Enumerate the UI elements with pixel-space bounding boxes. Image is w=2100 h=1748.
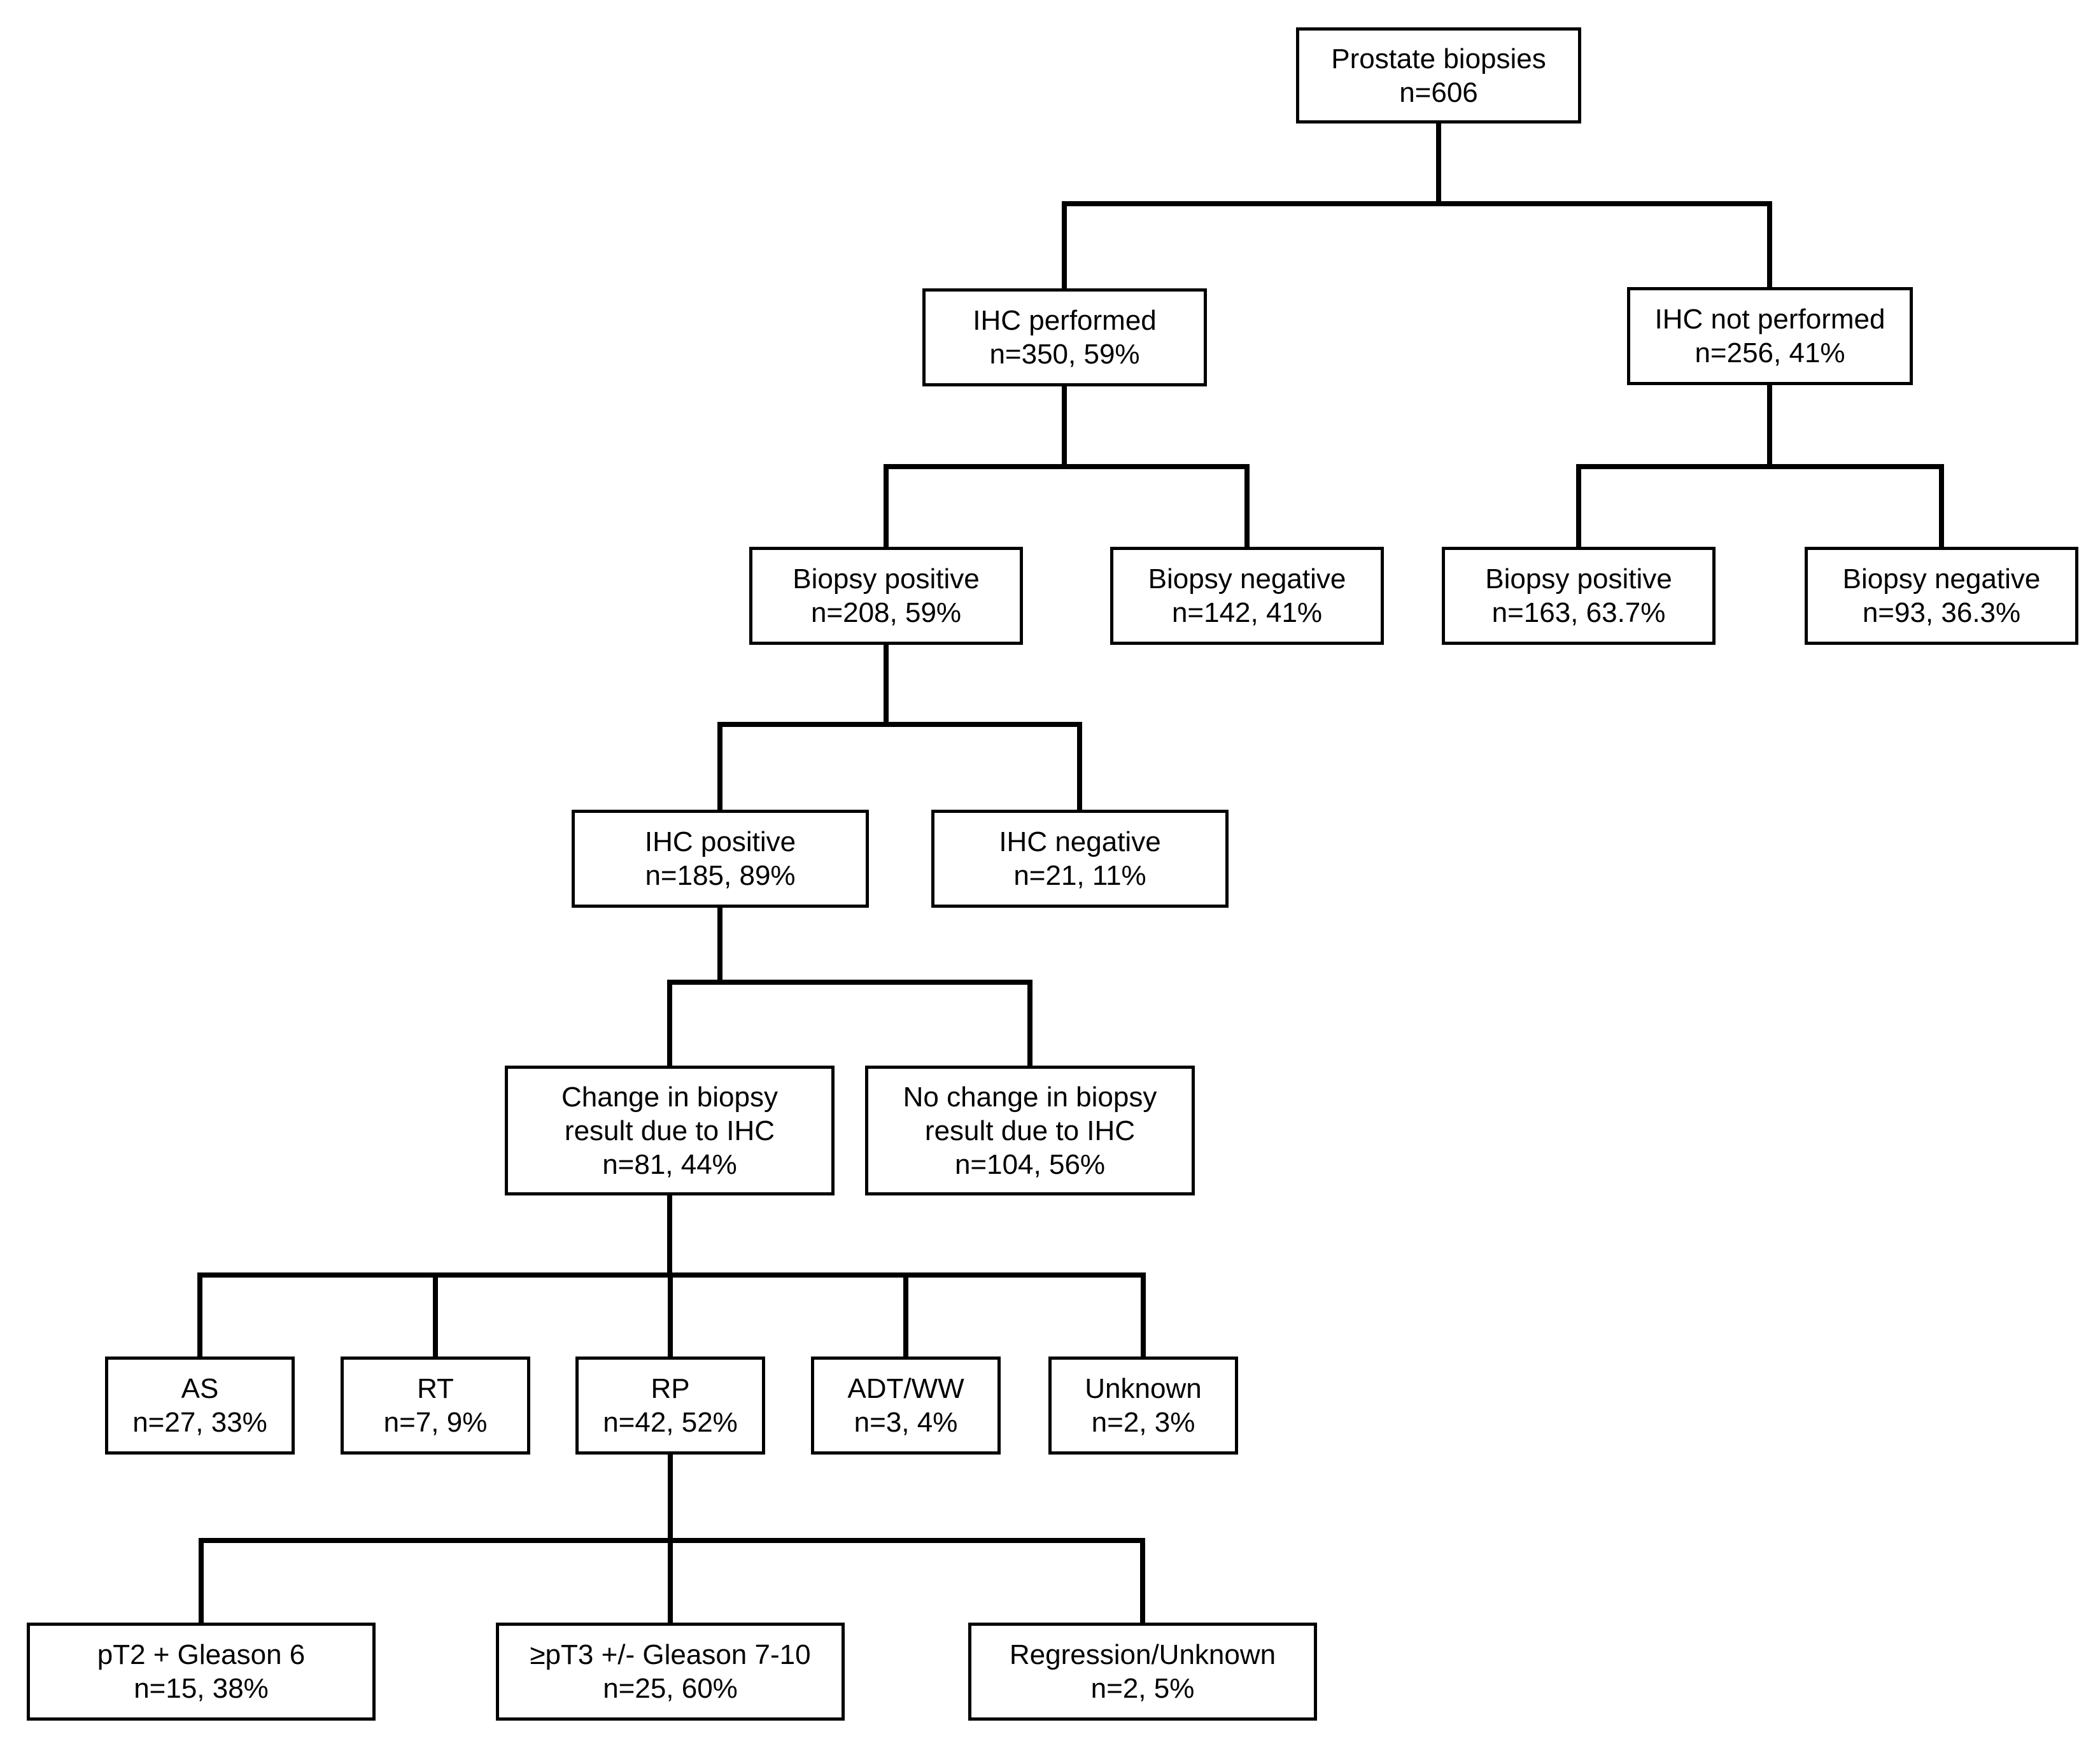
node-ihc-negative: IHC negative n=21, 11% xyxy=(931,810,1229,908)
node-title: RP xyxy=(651,1373,690,1404)
node-ihc-not-performed: IHC not performed n=256, 41% xyxy=(1627,287,1913,385)
node-title-line-2: result due to IHC xyxy=(564,1115,775,1146)
node-pt3-gleason-7-10: ≥pT3 +/- Gleason 7-10 n=25, 60% xyxy=(496,1623,845,1721)
node-rt: RT n=7, 9% xyxy=(341,1357,530,1455)
node-count: n=21, 11% xyxy=(1013,860,1146,891)
connector-change xyxy=(197,1193,1146,1359)
node-count: n=104, 56% xyxy=(954,1148,1106,1180)
node-count: n=606 xyxy=(1399,76,1478,108)
node-title: Biopsy positive xyxy=(1485,563,1672,595)
node-count: n=142, 41% xyxy=(1171,597,1323,628)
node-count: n=2, 5% xyxy=(1090,1673,1195,1704)
node-prostate-biopsies: Prostate biopsies n=606 xyxy=(1296,27,1581,123)
node-count: n=81, 44% xyxy=(602,1148,737,1180)
node-title: Biopsy negative xyxy=(1842,563,2041,595)
node-title-line-2: result due to IHC xyxy=(924,1115,1136,1146)
node-title: IHC negative xyxy=(999,826,1161,857)
node-ihc-biopsy-negative: Biopsy negative n=142, 41% xyxy=(1110,547,1384,645)
node-change-in-result: Change in biopsy result due to IHC n=81,… xyxy=(505,1066,835,1195)
node-title: Unknown xyxy=(1085,1373,1202,1404)
node-count: n=93, 36.3% xyxy=(1862,597,2021,628)
node-count: n=25, 60% xyxy=(603,1673,738,1704)
connector-ihc-performed xyxy=(884,384,1250,549)
node-count: n=256, 41% xyxy=(1695,337,1845,369)
connector-ihc-not-performed xyxy=(1576,383,1944,549)
node-regression-unknown: Regression/Unknown n=2, 5% xyxy=(968,1623,1317,1721)
node-unknown: Unknown n=2, 3% xyxy=(1048,1357,1238,1455)
connector-biopsy-positive xyxy=(717,642,1082,812)
connector-rp xyxy=(199,1452,1145,1625)
node-count: n=350, 59% xyxy=(989,339,1140,370)
connector-root xyxy=(1062,121,1772,291)
node-count: n=7, 9% xyxy=(383,1407,488,1438)
node-title-line-1: Change in biopsy xyxy=(561,1081,778,1113)
node-title: ≥pT3 +/- Gleason 7-10 xyxy=(530,1639,811,1670)
node-title: IHC not performed xyxy=(1654,304,1885,335)
node-rp: RP n=42, 52% xyxy=(575,1357,765,1455)
node-pt2-gleason-6: pT2 + Gleason 6 n=15, 38% xyxy=(27,1623,376,1721)
node-title: Prostate biopsies xyxy=(1331,43,1546,74)
node-noihc-biopsy-negative: Biopsy negative n=93, 36.3% xyxy=(1805,547,2078,645)
node-count: n=208, 59% xyxy=(810,597,962,628)
node-count: n=163, 63.7% xyxy=(1491,597,1666,628)
node-title: AS xyxy=(181,1373,219,1404)
node-as: AS n=27, 33% xyxy=(105,1357,295,1455)
node-title: IHC performed xyxy=(973,305,1157,336)
node-count: n=2, 3% xyxy=(1091,1407,1195,1438)
node-title-line-1: No change in biopsy xyxy=(903,1081,1157,1113)
node-count: n=15, 38% xyxy=(134,1673,269,1704)
node-count: n=185, 89% xyxy=(645,860,796,891)
node-count: n=42, 52% xyxy=(603,1407,738,1438)
node-ihc-performed: IHC performed n=350, 59% xyxy=(922,288,1207,386)
node-title: Biopsy positive xyxy=(793,563,980,595)
node-title: ADT/WW xyxy=(847,1373,964,1404)
node-no-change-in-result: No change in biopsy result due to IHC n=… xyxy=(865,1066,1195,1195)
connector-ihc-positive xyxy=(667,905,1032,1068)
node-ihc-biopsy-positive: Biopsy positive n=208, 59% xyxy=(749,547,1023,645)
node-count: n=3, 4% xyxy=(854,1407,958,1438)
node-title: pT2 + Gleason 6 xyxy=(97,1639,306,1670)
node-title: Biopsy negative xyxy=(1148,563,1346,595)
node-count: n=27, 33% xyxy=(132,1407,267,1438)
node-noihc-biopsy-positive: Biopsy positive n=163, 63.7% xyxy=(1442,547,1716,645)
node-adt-ww: ADT/WW n=3, 4% xyxy=(811,1357,1001,1455)
node-ihc-positive: IHC positive n=185, 89% xyxy=(572,810,869,908)
node-title: Regression/Unknown xyxy=(1009,1639,1276,1670)
node-title: RT xyxy=(417,1373,454,1404)
node-title: IHC positive xyxy=(644,826,796,857)
